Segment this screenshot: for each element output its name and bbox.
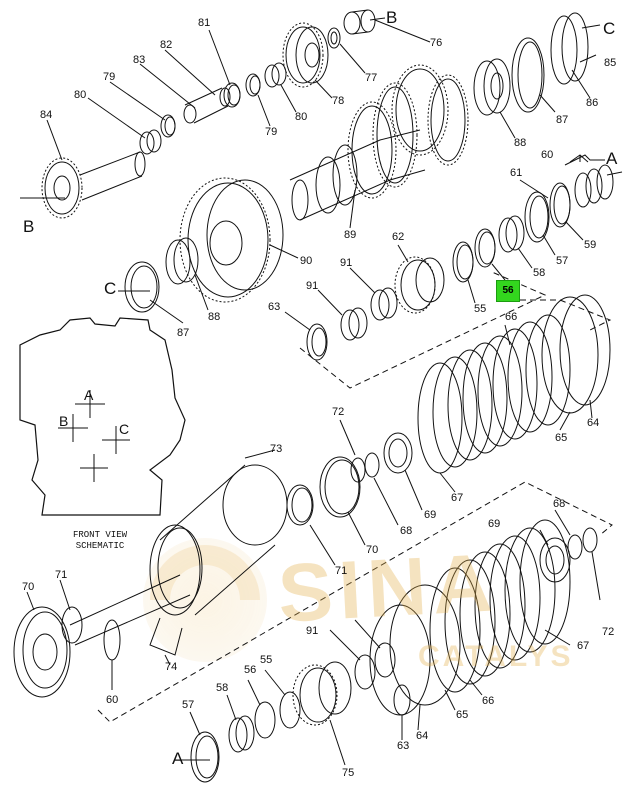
ref-letter-b-top: B [386, 8, 398, 27]
callout-58-top[interactable]: 58 [533, 267, 546, 279]
ref-letter-c-left: C [104, 279, 117, 298]
callout-67-right[interactable]: 67 [577, 640, 590, 652]
watermark-text: SINA [275, 537, 501, 640]
callout-68-mid[interactable]: 68 [400, 525, 413, 537]
callout-89[interactable]: 89 [344, 229, 357, 241]
schematic-caption-line2: SCHEMATIC [75, 541, 125, 551]
callout-76[interactable]: 76 [430, 37, 443, 49]
callout-83[interactable]: 83 [133, 54, 146, 66]
callout-55-bottom[interactable]: 55 [260, 654, 273, 666]
callout-90[interactable]: 90 [300, 255, 313, 267]
callout-82[interactable]: 82 [160, 39, 173, 51]
watermark-subtext: CATALYS [418, 640, 574, 673]
callout-67-top[interactable]: 67 [451, 492, 464, 504]
ref-letter-c-top: C [603, 19, 616, 38]
callout-70-left[interactable]: 70 [22, 581, 35, 593]
callout-86[interactable]: 86 [586, 97, 599, 109]
callout-59[interactable]: 59 [584, 239, 597, 251]
callout-60-top[interactable]: 60 [541, 149, 554, 161]
callout-71-mid[interactable]: 71 [335, 565, 348, 577]
callout-87-left[interactable]: 87 [177, 327, 190, 339]
schematic-label-b: B [59, 413, 69, 429]
callout-87-top[interactable]: 87 [556, 114, 569, 126]
callout-56-bottom[interactable]: 56 [244, 664, 257, 676]
callout-66-bottom[interactable]: 66 [482, 695, 495, 707]
callout-60-bottom[interactable]: 60 [106, 694, 119, 706]
callout-64-top[interactable]: 64 [587, 417, 600, 429]
highlighted-part-56[interactable]: 56 [496, 280, 520, 302]
callout-75[interactable]: 75 [342, 767, 355, 779]
callout-73[interactable]: 73 [270, 443, 283, 455]
clutch-disc-pack-lower [369, 519, 571, 716]
callout-55-top[interactable]: 55 [474, 303, 487, 315]
callout-63-bottom[interactable]: 63 [397, 740, 410, 752]
callout-91-left[interactable]: 91 [306, 280, 319, 292]
callout-79-left[interactable]: 79 [103, 71, 116, 83]
callout-80-left[interactable]: 80 [74, 89, 87, 101]
callout-69-top[interactable]: 69 [424, 509, 437, 521]
schematic-label-a: A [84, 387, 94, 403]
callout-88-top[interactable]: 88 [514, 137, 527, 149]
callout-68-top[interactable]: 68 [553, 498, 566, 510]
callout-70-mid[interactable]: 70 [366, 544, 379, 556]
callout-78[interactable]: 78 [332, 95, 345, 107]
callout-65-bottom[interactable]: 65 [456, 709, 469, 721]
schematic-label-c: C [119, 421, 130, 437]
callout-74[interactable]: 74 [165, 661, 178, 673]
callout-58-bottom[interactable]: 58 [216, 682, 229, 694]
callout-91-top[interactable]: 91 [340, 257, 353, 269]
callout-85[interactable]: 85 [604, 57, 617, 69]
watermark-logo [143, 538, 267, 662]
callout-57-top[interactable]: 57 [556, 255, 569, 267]
callout-80-top[interactable]: 80 [295, 111, 308, 123]
callout-72-top[interactable]: 72 [332, 406, 345, 418]
callout-81[interactable]: 81 [198, 17, 211, 29]
callout-57-bottom[interactable]: 57 [182, 699, 195, 711]
callout-88-left[interactable]: 88 [208, 311, 221, 323]
callout-79-top[interactable]: 79 [265, 126, 278, 138]
callout-61[interactable]: 61 [510, 167, 523, 179]
schematic-caption-line1: FRONT VIEW [72, 530, 127, 540]
callout-91-bottom[interactable]: 91 [306, 625, 319, 637]
callout-65-top[interactable]: 65 [555, 432, 568, 444]
ref-letter-a-bottom: A [172, 749, 184, 768]
callout-63-top[interactable]: 63 [268, 301, 281, 313]
callout-77[interactable]: 77 [365, 72, 378, 84]
callout-66-top[interactable]: 66 [505, 311, 518, 323]
schematic-outline [19, 317, 186, 516]
callout-84[interactable]: 84 [40, 109, 53, 121]
ref-letter-a-top: A [606, 149, 618, 168]
callout-69-right[interactable]: 69 [488, 518, 501, 530]
callout-71-left[interactable]: 71 [55, 569, 68, 581]
schematic-caption: FRONT VIEW SCHEMATIC [50, 530, 150, 552]
callout-64-bottom[interactable]: 64 [416, 730, 429, 742]
callout-62[interactable]: 62 [392, 231, 405, 243]
callout-72-right[interactable]: 72 [602, 626, 615, 638]
ref-letter-b-left: B [23, 217, 35, 236]
